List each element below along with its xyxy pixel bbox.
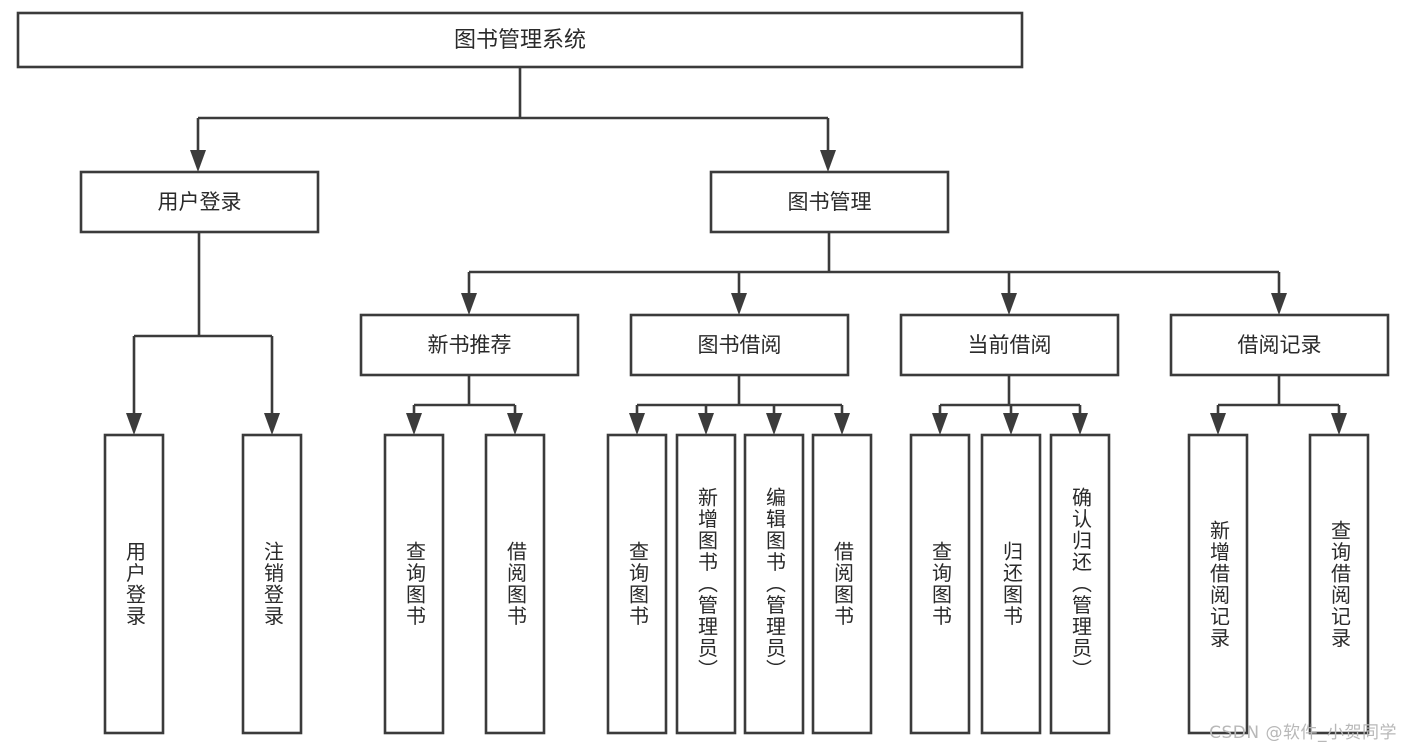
node-leaf-1-注销登录[interactable] (241, 433, 303, 735)
node-l3-新书推荐-label: 新书推荐 (428, 333, 512, 357)
login-leaf-drop-0-arrow (126, 413, 142, 435)
node-leaf-7-借阅图书[interactable] (811, 433, 873, 735)
node-leaf-12-查询借阅记录[interactable] (1308, 433, 1370, 735)
node-l3-当前借阅-label: 当前借阅 (968, 333, 1052, 357)
boxes-layer (16, 11, 1390, 735)
node-l3-借阅记录-label: 借阅记录 (1238, 333, 1322, 357)
csdn-watermark: CSDN @软件_小贺同学 (1209, 723, 1397, 743)
group-1-leaf-drop-2-arrow (766, 413, 782, 435)
group-2-leaf-drop-2-arrow (1072, 413, 1088, 435)
node-leaf-11-新增借阅记录[interactable] (1187, 433, 1249, 735)
group-1-leaf-drop-1-arrow (698, 413, 714, 435)
group-0-leaf-drop-0-arrow (406, 413, 422, 435)
node-leaf-4-查询图书[interactable] (606, 433, 668, 735)
books-drop-1-arrow (731, 293, 747, 315)
group-2-leaf-drop-1-arrow (1003, 413, 1019, 435)
node-leaf-10-确认归还管理员[interactable] (1049, 433, 1111, 735)
node-leaf-3-借阅图书[interactable] (484, 433, 546, 735)
group-3-leaf-drop-1-arrow (1331, 413, 1347, 435)
group-0-leaf-drop-1-arrow (507, 413, 523, 435)
login-leaf-drop-1-arrow (264, 413, 280, 435)
node-leaf-8-查询图书[interactable] (909, 433, 971, 735)
node-l3-当前借阅[interactable] (899, 313, 1120, 377)
node-l2-图书管理[interactable] (709, 170, 950, 234)
node-root-图书管理系统-label: 图书管理系统 (454, 28, 586, 53)
node-leaf-6-编辑图书管理员[interactable] (743, 433, 805, 735)
node-l3-图书借阅[interactable] (629, 313, 850, 377)
group-1-leaf-drop-3-arrow (834, 413, 850, 435)
books-drop-2-arrow (1001, 293, 1017, 315)
node-l3-图书借阅-label: 图书借阅 (698, 333, 782, 357)
level2-drop-0-arrow (190, 150, 206, 172)
connectors-layer (126, 67, 1347, 435)
level2-drop-1-arrow (820, 150, 836, 172)
group-2-leaf-drop-0-arrow (932, 413, 948, 435)
node-leaf-0-用户登录[interactable] (103, 433, 165, 735)
group-3-leaf-drop-0-arrow (1210, 413, 1226, 435)
node-leaf-5-新增图书管理员[interactable] (675, 433, 737, 735)
node-l2-图书管理-label: 图书管理 (788, 190, 872, 214)
node-leaf-2-查询图书[interactable] (383, 433, 445, 735)
node-root-图书管理系统[interactable] (16, 11, 1024, 69)
books-drop-3-arrow (1271, 293, 1287, 315)
node-l3-借阅记录[interactable] (1169, 313, 1390, 377)
group-1-leaf-drop-0-arrow (629, 413, 645, 435)
books-drop-0-arrow (461, 293, 477, 315)
node-l2-用户登录[interactable] (79, 170, 320, 234)
node-leaf-9-归还图书[interactable] (980, 433, 1042, 735)
node-l3-新书推荐[interactable] (359, 313, 580, 377)
node-l2-用户登录-label: 用户登录 (158, 190, 242, 214)
